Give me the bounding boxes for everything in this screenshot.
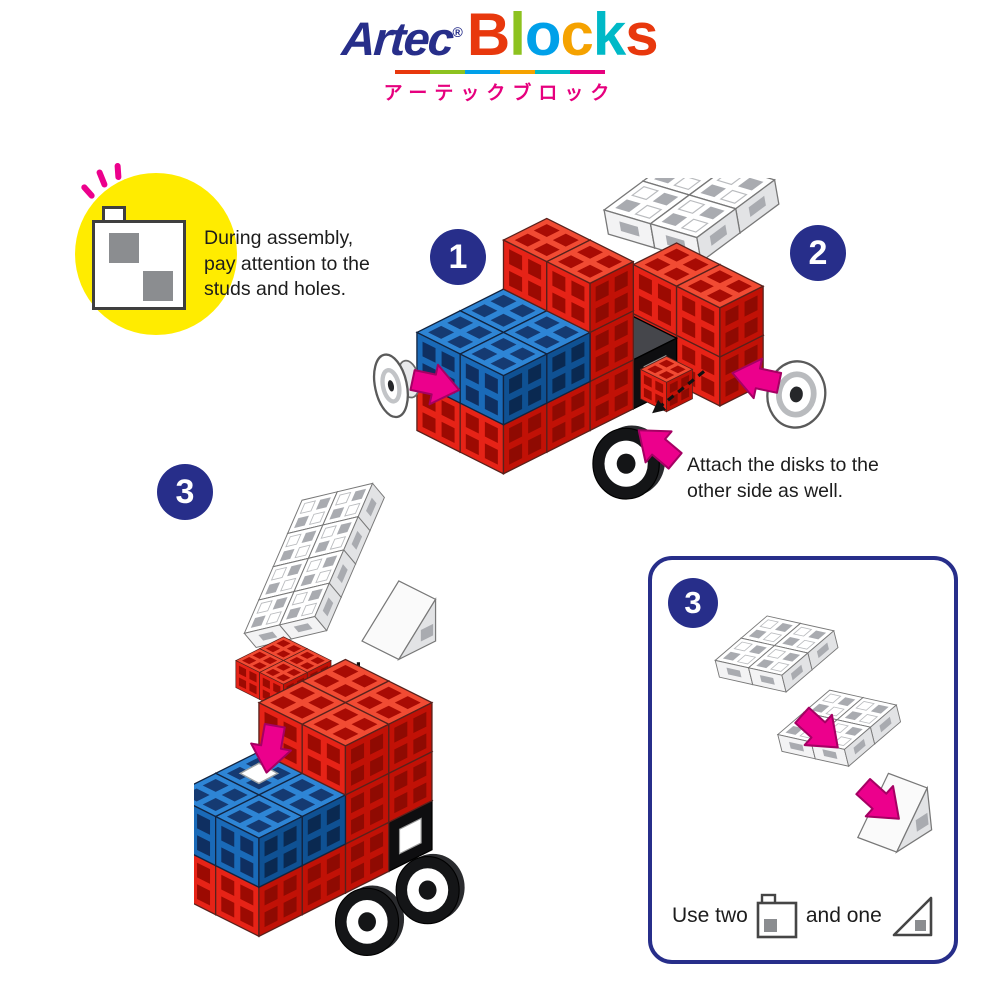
wheel-icon	[334, 884, 405, 957]
block-hole	[143, 271, 173, 301]
attach-disks-caption: Attach the disks to the other side as we…	[687, 452, 937, 505]
block-part-icon	[756, 893, 798, 939]
note-line: During assembly,	[204, 227, 354, 249]
block-body	[92, 220, 186, 310]
logo: Artec ® Blocks アーテックブロック	[0, 0, 1000, 105]
step-2-badge: 2	[790, 225, 846, 281]
blocks-letter: l	[509, 1, 526, 68]
blocks-letter: s	[625, 1, 658, 68]
logo-underline	[395, 70, 605, 74]
step3-assembly-illustration	[194, 470, 466, 957]
wedge-part-icon	[892, 896, 933, 937]
disk-icon	[763, 358, 829, 432]
panel-step-3-badge: 3	[668, 578, 718, 628]
brand-artec: Artec	[340, 12, 455, 65]
and-one-label: and one	[805, 904, 882, 927]
logo-subtitle-katakana: アーテックブロック	[383, 83, 617, 104]
white-block-lower	[773, 682, 905, 775]
blocks-letter: o	[524, 1, 562, 68]
step-1-number: 1	[448, 237, 468, 276]
wedge-block	[361, 580, 437, 661]
attention-block-icon	[92, 206, 190, 312]
step-3-badge: 3	[157, 464, 213, 520]
use-two-label: Use two	[672, 904, 748, 927]
note-line: studs and holes.	[204, 278, 347, 301]
brand-blocks: Blocks	[466, 0, 659, 69]
attention-note-text: During assembly, pay attention to the st…	[204, 226, 404, 303]
exclamation-marks-icon	[114, 162, 122, 181]
white-block-upper	[711, 608, 843, 700]
step-2-number: 2	[808, 233, 828, 272]
parts-needed-row: Use two and one	[672, 892, 944, 940]
block-hole	[109, 233, 139, 263]
blocks-letter: k	[592, 1, 626, 68]
panel-step-number: 3	[684, 585, 702, 620]
panel-parts-illustration	[711, 608, 935, 857]
dashed-arrow-icon	[652, 370, 705, 414]
exclamation-marks-icon	[80, 183, 96, 200]
wheel-icon	[395, 853, 466, 925]
exclamation-marks-icon	[95, 168, 109, 189]
parts-panel: 3 Use two	[648, 556, 958, 964]
blocks-letter: B	[466, 1, 510, 68]
step-3-number: 3	[175, 472, 195, 511]
registered-mark: ®	[452, 24, 463, 40]
blocks-letter: c	[560, 1, 594, 68]
logo-wordmark: Artec ® Blocks	[340, 0, 659, 69]
block-stud	[102, 206, 126, 223]
step1-2-assembly-illustration	[352, 178, 880, 500]
caption-line: Attach the disks to the	[687, 454, 879, 476]
step-1-badge: 1	[430, 229, 486, 285]
note-line: pay attention to the	[204, 252, 370, 275]
caption-line: other side as well.	[687, 480, 844, 503]
